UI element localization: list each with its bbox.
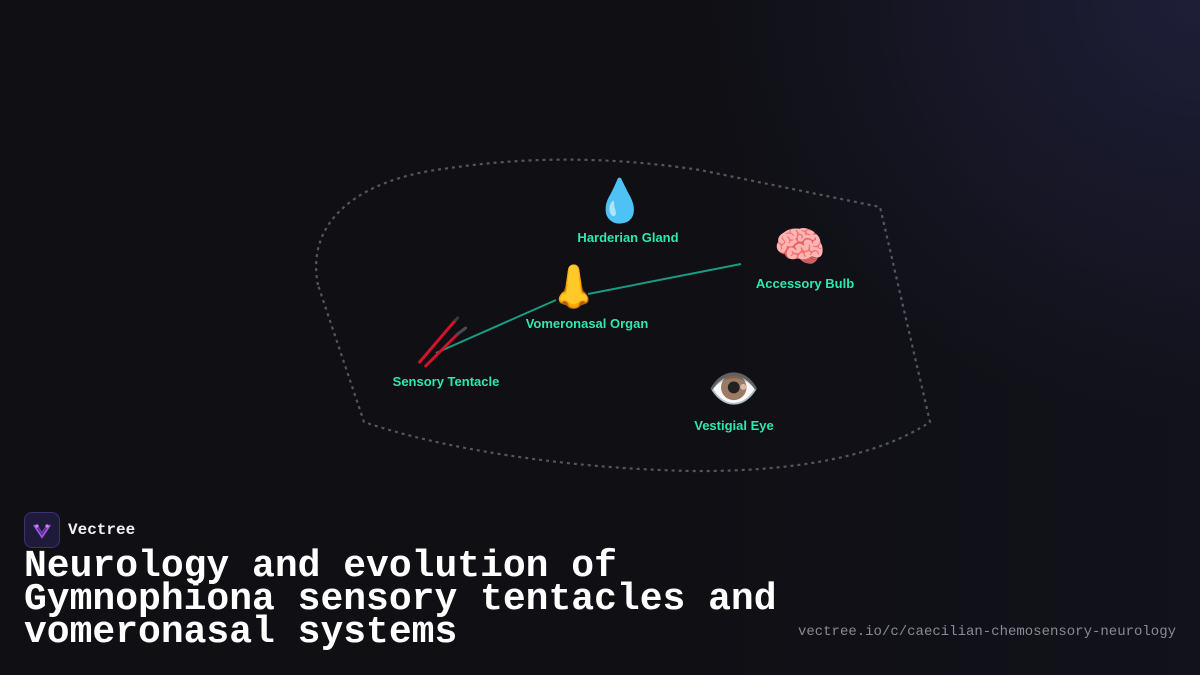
- node-label: Accessory Bulb: [755, 276, 855, 291]
- brand: Vectree: [24, 512, 135, 548]
- node-sensory-tentacle: Sensory Tentacle: [385, 314, 500, 389]
- node-label: Vestigial Eye: [694, 418, 774, 433]
- node-accessory-bulb: 🧠 Accessory Bulb: [746, 222, 854, 291]
- tentacle-icon: [418, 316, 468, 368]
- nose-icon: 👃: [547, 262, 601, 311]
- node-harderian-gland: 💧 Harderian Gland: [561, 176, 678, 245]
- node-label: Harderian Gland: [577, 230, 679, 245]
- droplet-icon: 💧: [593, 176, 647, 225]
- connector-vomeronasal-accessory: [587, 263, 742, 295]
- brand-name: Vectree: [68, 521, 136, 539]
- node-label: Sensory Tentacle: [392, 374, 500, 389]
- page-title: Neurology and evolution of Gymnophiona s…: [24, 545, 777, 654]
- vectree-logo-icon: [24, 512, 60, 548]
- brain-icon: 🧠: [773, 222, 827, 271]
- node-vomeronasal-organ: 👃 Vomeronasal Organ: [500, 262, 649, 331]
- node-label: Vomeronasal Organ: [525, 316, 649, 331]
- eye-icon: 👁️: [707, 364, 761, 413]
- connector-tentacle-vomeronasal: [435, 299, 557, 354]
- head-outline: [315, 158, 932, 473]
- node-vestigial-eye: 👁️ Vestigial Eye: [694, 364, 774, 433]
- page-url[interactable]: vectree.io/c/caecilian-chemosensory-neur…: [797, 624, 1176, 640]
